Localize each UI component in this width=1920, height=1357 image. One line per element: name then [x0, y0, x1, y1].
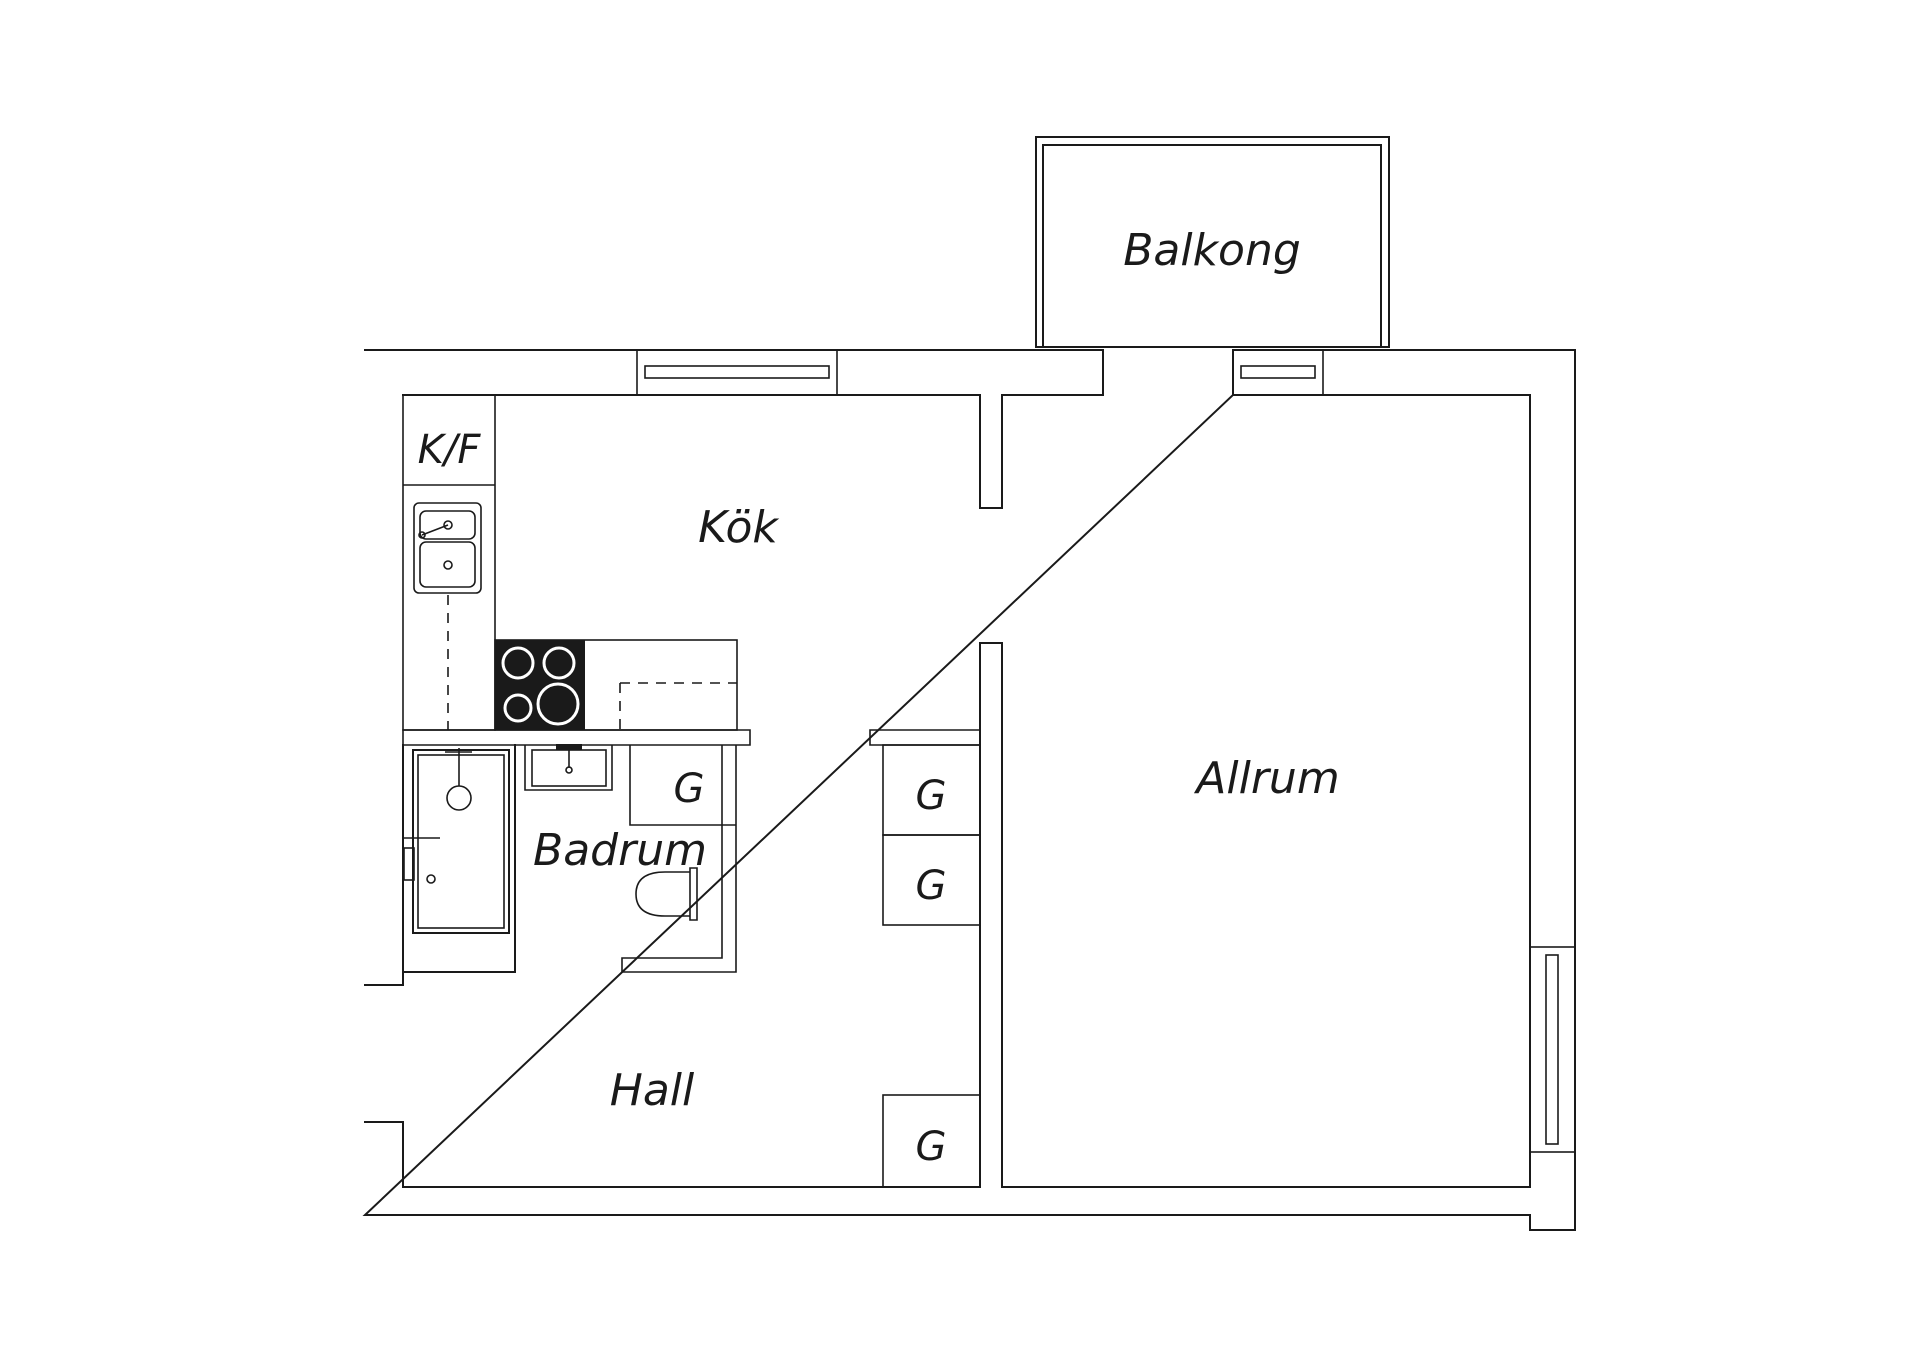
- partition-counter: [869, 729, 980, 746]
- closet-label-hall-middle: G: [916, 863, 947, 909]
- room-label-fridge-freezer: K/F: [418, 427, 482, 473]
- window-kitchen: [636, 349, 838, 396]
- window-living: [1232, 349, 1324, 396]
- room-label-kitchen: Kök: [698, 502, 779, 553]
- hall-closets: [882, 744, 981, 1188]
- closet-label-hall-upper: G: [916, 773, 947, 819]
- toilet-icon: [635, 867, 698, 921]
- balcony: [1035, 136, 1390, 348]
- bathroom-walls: [402, 745, 737, 973]
- window-living-side: [1529, 946, 1576, 1153]
- room-label-living: Allrum: [1193, 753, 1339, 804]
- closet-label-hall-lower: G: [916, 1124, 947, 1170]
- kitchen-counter: [402, 394, 751, 746]
- room-label-hall: Hall: [610, 1065, 695, 1116]
- kitchen-sink-icon: [413, 502, 482, 594]
- stove-icon: [495, 640, 585, 730]
- room-label-balcony: Balkong: [1123, 225, 1301, 276]
- washbasin-icon: [531, 744, 607, 787]
- room-label-bathroom: Badrum: [533, 825, 707, 876]
- closet-label-bath: G: [674, 766, 705, 812]
- shower-icon: [403, 748, 510, 934]
